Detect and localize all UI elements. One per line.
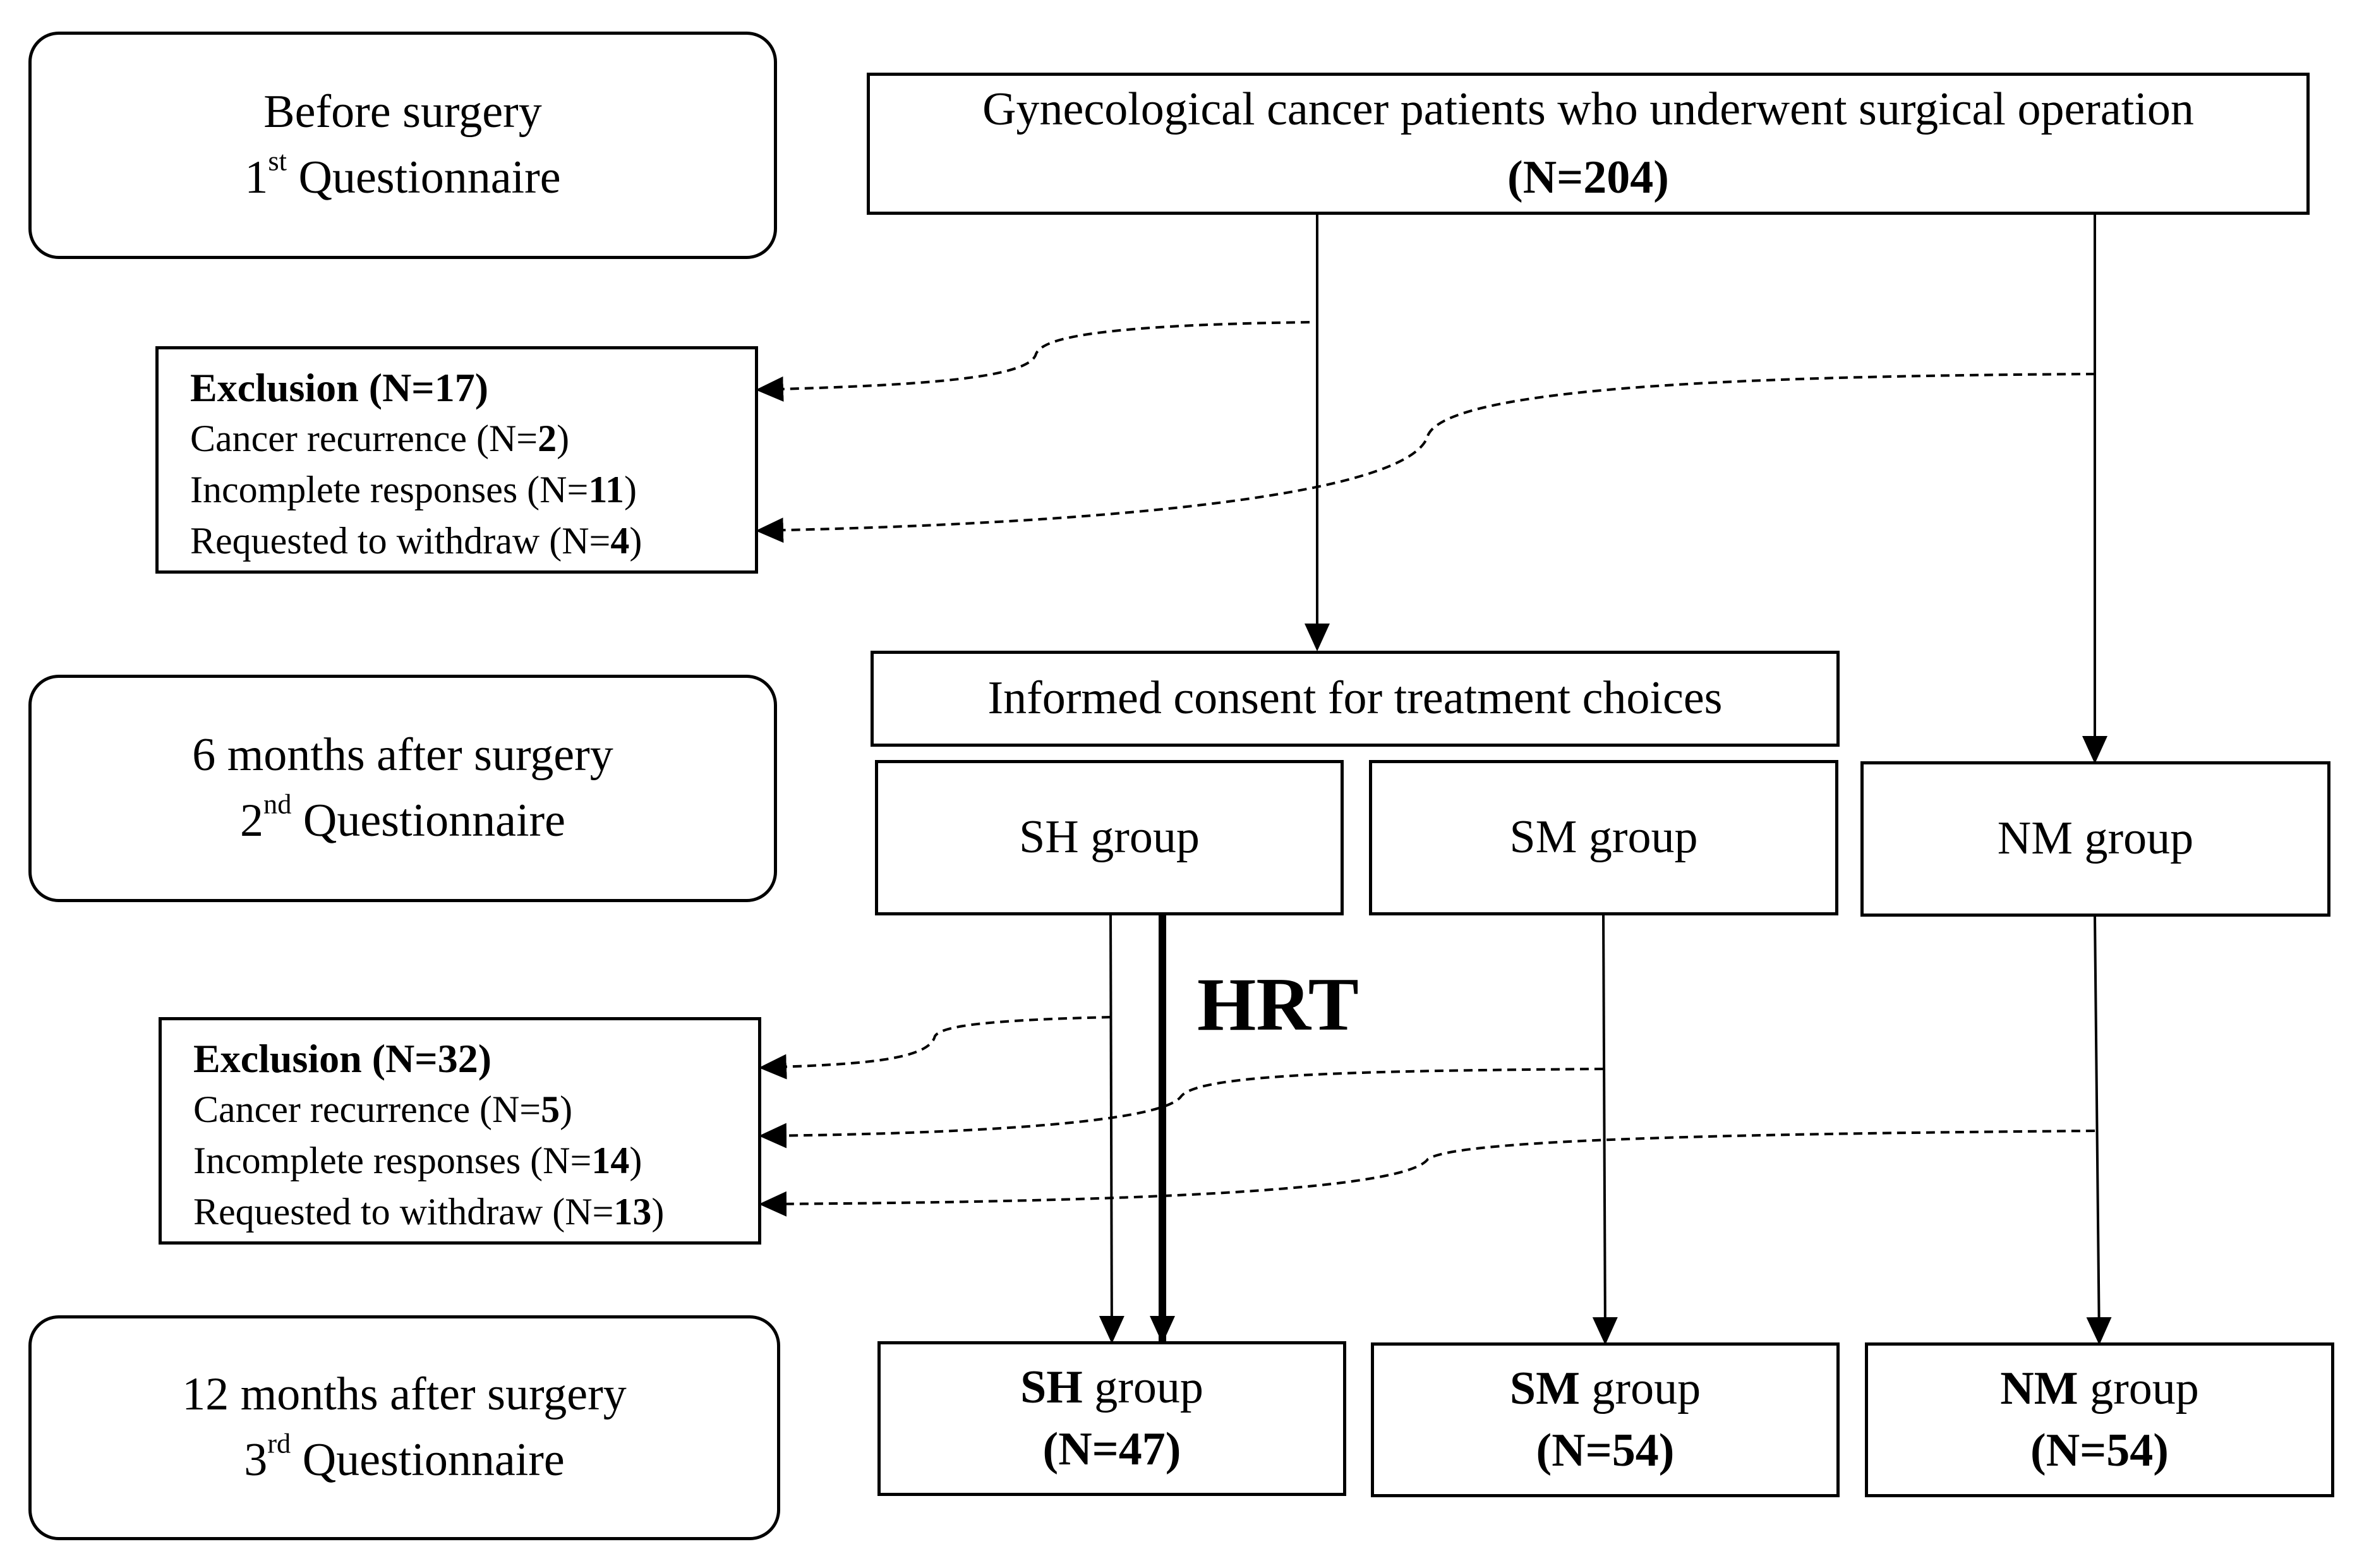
- group-label: NM group: [2000, 1362, 2199, 1414]
- stage-before-surgery: Before surgery 1st Questionnaire: [28, 32, 777, 259]
- arrow-nm-to-final: [2086, 914, 2112, 1345]
- stage-questionnaire: 2nd Questionnaire: [240, 788, 565, 847]
- stage-questionnaire: 3rd Questionnaire: [244, 1427, 565, 1486]
- exclusion-box-1: Exclusion (N=17) Cancer recurrence (N=2)…: [155, 346, 758, 574]
- dashed-exclusion-arrow: [756, 373, 2095, 543]
- stage-title: 6 months after surgery: [192, 729, 613, 781]
- exclusion-item: Incomplete responses (N=14): [193, 1140, 642, 1181]
- group-label: SH group: [1020, 1361, 1203, 1413]
- patients-count: (N=204): [1507, 151, 1669, 203]
- exclusion-item: Cancer recurrence (N=2): [190, 418, 570, 459]
- sm-group-box: SM group: [1369, 760, 1838, 915]
- dashed-exclusion-arrow: [759, 1068, 1604, 1149]
- dashed-exclusion-arrow: [756, 321, 1310, 402]
- stage-6-months: 6 months after surgery 2nd Questionnaire: [28, 675, 777, 902]
- exclusion-item: Requested to withdraw (N=13): [193, 1191, 665, 1233]
- stage-questionnaire: 1st Questionnaire: [244, 145, 561, 203]
- group-label: SM group: [1509, 1362, 1701, 1414]
- nm-group-box: NM group: [1860, 761, 2330, 917]
- stage-title: Before surgery: [263, 86, 542, 138]
- stage-12-months: 12 months after surgery 3rd Questionnair…: [28, 1315, 780, 1540]
- group-count: (N=54): [2030, 1424, 2169, 1476]
- consent-box: Informed consent for treatment choices: [871, 651, 1840, 747]
- hrt-label: HRT: [1197, 962, 1359, 1046]
- group-label: NM group: [1997, 812, 2194, 865]
- nm-final-box: NM group (N=54): [1865, 1342, 2334, 1497]
- exclusion-box-2: Exclusion (N=32) Cancer recurrence (N=5)…: [159, 1017, 761, 1245]
- sh-final-box: SH group (N=47): [877, 1341, 1346, 1496]
- group-label: SH group: [1019, 811, 1200, 864]
- dashed-exclusion-arrow: [759, 1016, 1111, 1080]
- patients-title: Gynecological cancer patients who underw…: [982, 83, 2194, 136]
- exclusion-item: Incomplete responses (N=11): [190, 469, 637, 510]
- exclusion-item: Cancer recurrence (N=5): [193, 1089, 573, 1130]
- arrow-sm-to-final: [1592, 914, 1618, 1345]
- patients-box: Gynecological cancer patients who underw…: [867, 73, 2310, 215]
- exclusion-heading: Exclusion (N=32): [193, 1036, 492, 1081]
- arrow-sh-to-final: [1099, 914, 1124, 1344]
- sm-final-box: SM group (N=54): [1371, 1342, 1840, 1497]
- consent-label: Informed consent for treatment choices: [987, 672, 1723, 725]
- sh-group-box: SH group: [875, 760, 1344, 915]
- group-label: SM group: [1509, 811, 1698, 864]
- group-count: (N=54): [1536, 1424, 1675, 1476]
- stage-title: 12 months after surgery: [182, 1368, 627, 1421]
- exclusion-item: Requested to withdraw (N=4): [190, 520, 642, 562]
- group-count: (N=47): [1042, 1423, 1181, 1475]
- dashed-exclusion-arrow: [759, 1130, 2095, 1217]
- exclusion-heading: Exclusion (N=17): [190, 365, 489, 410]
